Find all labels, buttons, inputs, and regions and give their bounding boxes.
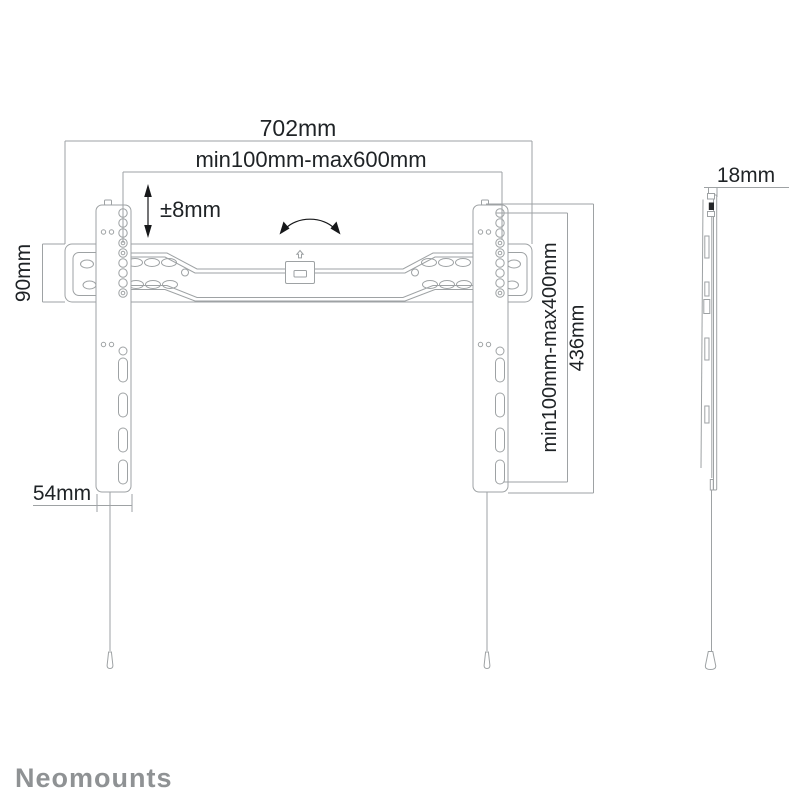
vertical-adjust-arrow-icon — [144, 184, 152, 238]
dim-label-vesa-height: min100mm-max400mm — [539, 242, 561, 452]
brand-logo: Neomounts — [15, 763, 173, 793]
dimension-annotations: 702mm min100mm-max600mm ±8mm 90mm 54mm — [12, 115, 789, 512]
pull-cord-knob-side — [704, 651, 717, 671]
up-arrow-icon — [295, 249, 305, 259]
dim-label-bracket-height: 436mm — [567, 305, 589, 372]
tv-bracket-right — [472, 199, 509, 669]
dim-total-width: 702mm — [64, 115, 533, 244]
rotation-arc-icon — [279, 218, 341, 235]
dim-label-height-adjust: ±8mm — [160, 197, 221, 222]
side-hook-lock — [708, 202, 714, 210]
tv-bracket-left — [95, 199, 132, 669]
dim-bracket-height: 436mm — [486, 203, 594, 494]
wall-plate-outline — [64, 243, 533, 303]
dim-plate-height: 90mm — [12, 243, 65, 303]
dim-label-plate-height: 90mm — [12, 244, 35, 302]
dim-vesa-width: min100mm-max600mm — [122, 147, 503, 243]
dim-label-vesa-width: min100mm-max600mm — [195, 147, 426, 172]
dim-depth: 18mm — [704, 164, 789, 197]
dim-vesa-height: min100mm-max400mm — [496, 212, 568, 483]
side-view — [700, 193, 718, 671]
front-view — [64, 184, 533, 669]
dim-label-bracket-width: 54mm — [33, 482, 91, 505]
dim-label-depth: 18mm — [717, 164, 775, 187]
center-lock-plate — [285, 249, 315, 284]
dim-bracket-width: 54mm — [33, 482, 133, 512]
dim-label-total-width: 702mm — [260, 115, 337, 141]
